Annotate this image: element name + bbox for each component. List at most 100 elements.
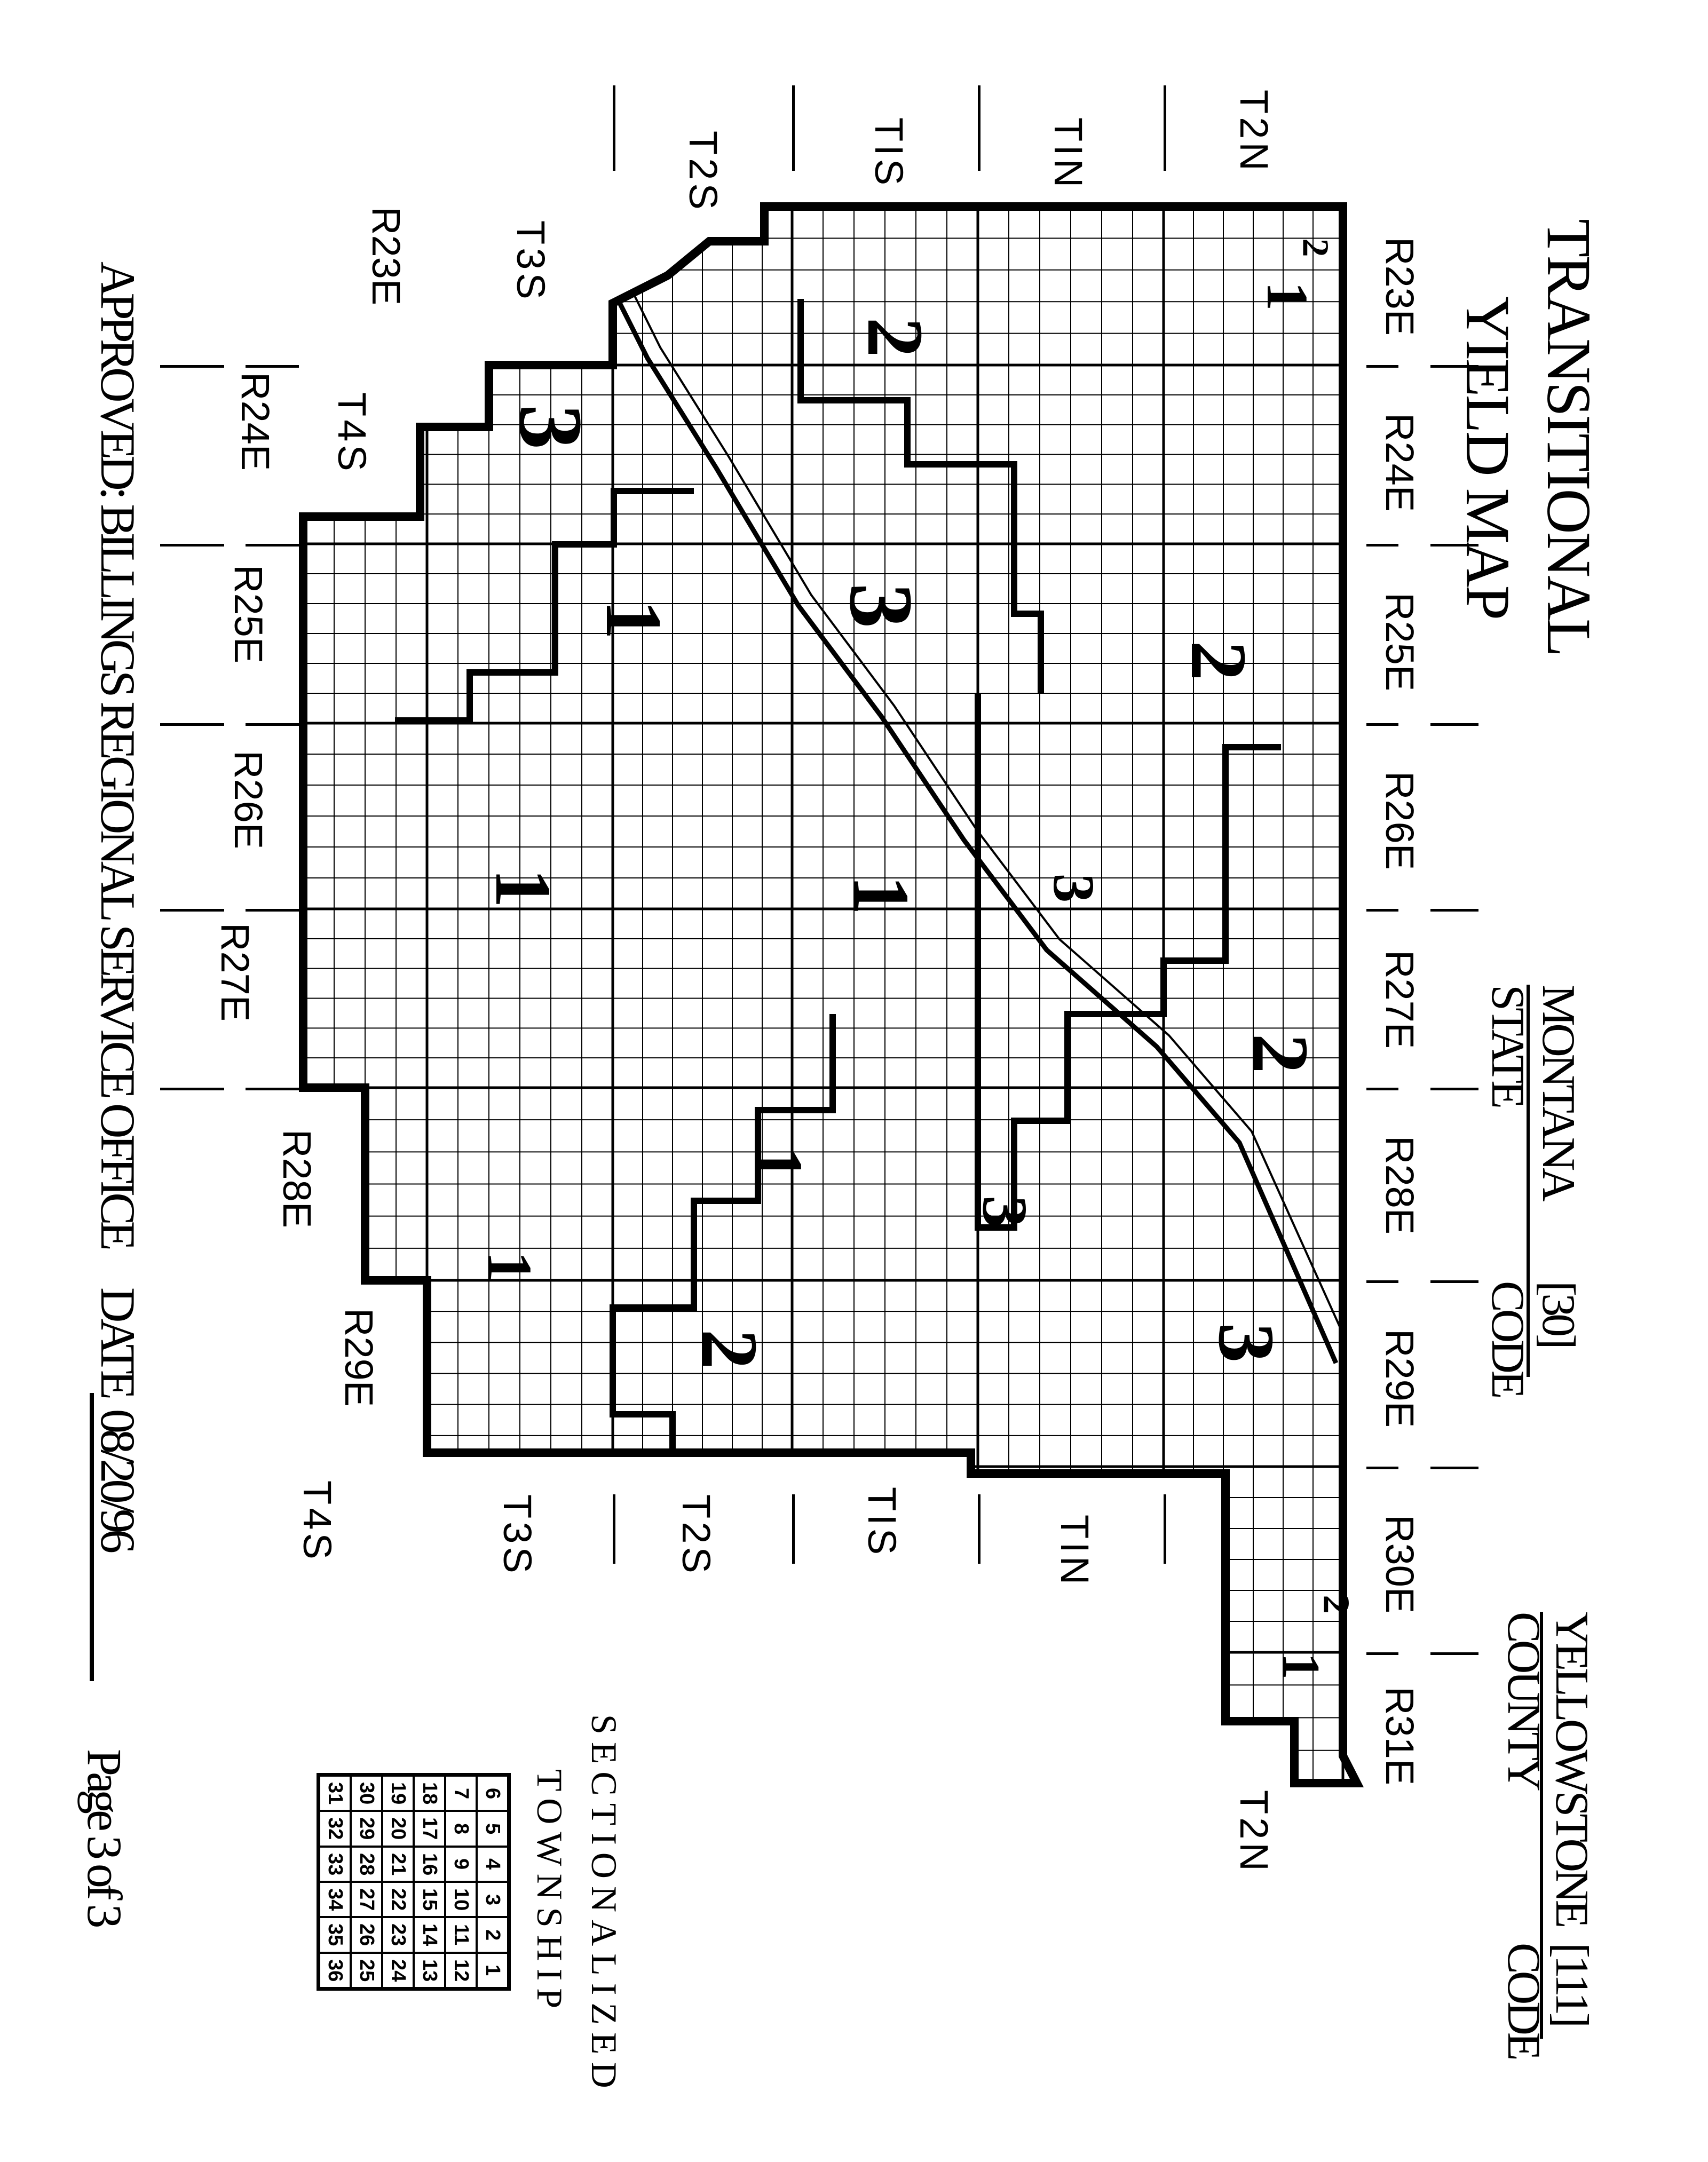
legend-section-number: 17 [418, 1817, 441, 1840]
legend-title-line1: SECTIONALIZED [584, 1714, 624, 2096]
date-underline [90, 1393, 94, 1681]
yield-zone-label: 3 [970, 1195, 1041, 1227]
yield-zone-label: 2 [1316, 1595, 1357, 1614]
legend-section-cell: 13 [414, 1952, 445, 1988]
township-label-top: T2S [681, 131, 725, 213]
yield-zone-label: 2 [851, 318, 939, 358]
yield-zone-label: 1 [1272, 1653, 1331, 1680]
state-code-label: CODE [1482, 1281, 1533, 1396]
legend-section-number: 19 [387, 1782, 409, 1805]
boundary-tick [1430, 723, 1478, 726]
range-label-top: R25E [1378, 592, 1422, 692]
boundary-tick [613, 1494, 615, 1564]
legend-section-cell: 29 [351, 1811, 382, 1847]
range-label-bottom: R28E [275, 1129, 319, 1229]
legend-section-cell: 7 [445, 1776, 477, 1811]
boundary-tick [1430, 1467, 1478, 1469]
legend-section-cell: 16 [414, 1846, 445, 1882]
range-label-bottom: R27E [213, 923, 257, 1022]
legend-section-number: 18 [418, 1782, 441, 1805]
yield-zone-label: 2 [1236, 1034, 1325, 1074]
boundary-tick [160, 909, 224, 912]
legend-section-cell: 27 [351, 1882, 382, 1918]
legend-section-number: 35 [324, 1923, 346, 1946]
yield-zone-label: 2 [685, 1329, 774, 1369]
boundary-tick [1366, 909, 1398, 912]
legend-section-cell: 35 [319, 1917, 351, 1953]
legend-section-number: 30 [355, 1782, 378, 1805]
legend-section-cell: 17 [414, 1811, 445, 1847]
range-label-top: R24E [1378, 413, 1422, 512]
yield-zone-label: 3 [1041, 874, 1106, 903]
legend-section-cell: 30 [351, 1776, 382, 1811]
county-boundary [299, 202, 1364, 1787]
zone-boundary [610, 1014, 836, 1453]
legend-section-number: 1 [481, 1965, 504, 1976]
township-label-top: TIS [867, 117, 911, 189]
legend-section-cell: 14 [414, 1917, 445, 1953]
boundary-tick [1430, 544, 1478, 547]
boundary-tick [1430, 365, 1478, 368]
legend-section-cell: 23 [382, 1917, 414, 1953]
legend-section-cell: 34 [319, 1882, 351, 1918]
boundary-tick [246, 544, 299, 547]
boundary-tick [160, 544, 224, 547]
legend-section-number: 15 [418, 1888, 441, 1911]
boundary-tick [1366, 1652, 1398, 1655]
township-label-bottom: TIS [860, 1487, 904, 1558]
range-label-top: R28E [1378, 1136, 1422, 1235]
legend-section-cell: 31 [319, 1776, 351, 1811]
legend-section-number: 25 [355, 1959, 378, 1982]
county-code-label: CODE [1498, 1943, 1549, 2058]
legend-section-number: 36 [324, 1959, 346, 1982]
map-title-line1: TRANSITIONAL [1534, 219, 1604, 655]
range-label-top: R26E [1378, 771, 1422, 870]
legend-section-number: 21 [387, 1852, 409, 1875]
county-name: YELLOWSTONE [1546, 1612, 1598, 1926]
legend-section-cell: 32 [319, 1811, 351, 1847]
yield-zone-label: 1 [479, 868, 567, 908]
boundary-tick [246, 723, 299, 726]
yellowstone-river [603, 274, 1339, 1364]
yield-zone-label: 3 [501, 405, 601, 450]
zone-boundary [395, 488, 694, 724]
township-label-bottom: T2N [1232, 1790, 1276, 1874]
boundary-tick [160, 1088, 224, 1090]
county-code: [111] [1546, 1943, 1598, 2025]
boundary-tick [1430, 1088, 1478, 1090]
boundary-tick [1366, 365, 1398, 368]
yield-zone-label: 1 [475, 1251, 545, 1283]
legend-section-cell: 19 [382, 1776, 414, 1811]
section-grid [303, 207, 1357, 1783]
legend-section-number: 13 [418, 1959, 441, 1982]
legend-section-cell: 9 [445, 1846, 477, 1882]
yield-zone-label: 1 [837, 875, 926, 915]
boundary-tick [1430, 909, 1478, 912]
legend-section-number: 6 [481, 1787, 504, 1799]
boundary-tick [792, 85, 795, 171]
boundary-tick [792, 1494, 795, 1564]
boundary-tick [1366, 1280, 1398, 1283]
zone-boundary [797, 299, 1044, 694]
yield-zone-label: 1 [740, 1146, 817, 1181]
date-label: DATE [91, 1287, 145, 1396]
legend-section-number: 23 [387, 1923, 409, 1946]
legend-section-number: 20 [387, 1817, 409, 1840]
yield-zone-label: 2 [1295, 239, 1336, 257]
boundary-tick [1164, 1494, 1166, 1564]
legend-section-cell: 10 [445, 1882, 477, 1918]
boundary-tick [160, 365, 224, 368]
legend-section-cell: 4 [477, 1846, 508, 1882]
legend-section-number: 24 [387, 1959, 409, 1982]
boundary-tick [978, 1494, 980, 1564]
legend-section-number: 34 [324, 1888, 346, 1911]
range-label-top: R30E [1378, 1515, 1422, 1614]
range-label-top: R23E [1378, 237, 1422, 336]
range-label-bottom: R23E [364, 207, 408, 306]
legend-section-cell: 22 [382, 1882, 414, 1918]
range-label-top: R31E [1378, 1686, 1422, 1786]
legend-section-number: 14 [418, 1923, 441, 1946]
legend-section-number: 12 [450, 1959, 472, 1982]
boundary-tick [246, 1088, 299, 1090]
zone-boundary [975, 694, 1281, 1231]
